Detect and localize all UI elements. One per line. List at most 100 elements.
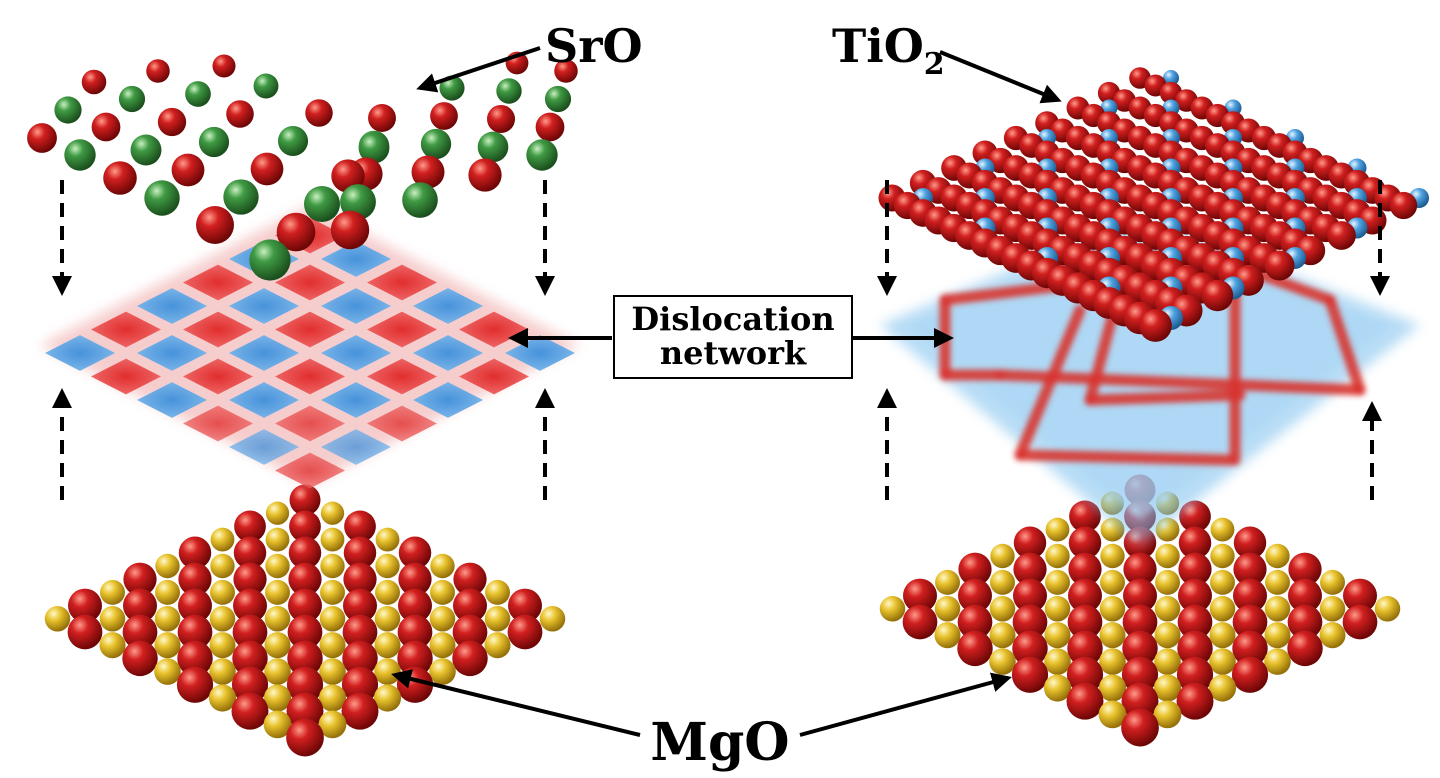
interface-tile-blue [137, 335, 207, 371]
oxygen-atom [68, 588, 102, 623]
dislocation-line [1324, 294, 1366, 396]
strontium-atom [64, 139, 96, 171]
magnesium-atom [484, 632, 511, 659]
magnesium-atom [318, 684, 347, 712]
oxygen-atom [177, 640, 213, 677]
oxygen-atom [233, 588, 267, 623]
magnesium-atom [1319, 596, 1346, 622]
magnesium-atom [1044, 648, 1071, 675]
interface-tile-blue [45, 335, 115, 371]
magnesium-atom [265, 579, 290, 605]
magnesium-atom [1264, 622, 1291, 649]
magnesium-atom [1099, 596, 1126, 622]
strontium-atom [198, 126, 230, 158]
magnesium-atom [208, 684, 237, 712]
dislocation-label-line2: network [660, 334, 807, 372]
magnesium-atom [990, 543, 1015, 569]
magnesium-atom [319, 632, 346, 659]
oxygen-atom [398, 588, 432, 623]
oxygen-atom [1122, 604, 1158, 640]
interface-tile-blue [229, 429, 299, 465]
oxygen-atom [1343, 578, 1377, 613]
oxygen-atom [288, 536, 322, 570]
interface-tile-red [275, 264, 345, 301]
label-arrows [391, 46, 1062, 737]
magnesium-atom [318, 710, 347, 739]
interface-tile-red [275, 452, 345, 489]
oxygen-atom [1067, 604, 1103, 640]
oxygen-atom [171, 153, 205, 187]
oxygen-atom [958, 552, 992, 586]
oxygen-atom [234, 510, 266, 543]
magnesium-atom [374, 606, 401, 632]
oxygen-atom [554, 59, 578, 83]
magnesium-atom [430, 579, 455, 605]
magnesium-atom [99, 632, 126, 659]
oxygen-atom [486, 104, 516, 134]
interface-tile-red [459, 358, 529, 395]
magnesium-atom [879, 596, 906, 622]
strontium-atom [185, 81, 211, 107]
interface-tile-blue [321, 241, 391, 277]
magnesium-atom [209, 658, 236, 685]
interface-tile-red [459, 311, 529, 348]
oxygen-atom [453, 588, 487, 623]
magnesium-atom [1208, 674, 1237, 702]
magnesium-atom [265, 527, 290, 552]
oxygen-atom [1178, 578, 1212, 613]
oxygen-atom [289, 484, 321, 516]
oxygen-atom [1232, 604, 1268, 640]
magnesium-atom [100, 579, 125, 605]
interface-tile-red [183, 358, 253, 395]
interface-tile-blue [321, 335, 391, 371]
magnesium-atom [265, 553, 290, 579]
oxygen-atom [344, 510, 376, 543]
oxygen-atom [430, 102, 458, 130]
interface-tile-red [183, 405, 253, 442]
magnesium-atom [264, 606, 291, 632]
magnesium-atom [320, 553, 345, 579]
tio2-label: TiO2 [832, 19, 945, 82]
magnesium-atom [375, 579, 400, 605]
oxygen-atom [397, 614, 433, 650]
magnesium-atom [154, 632, 181, 659]
magnesium-atom [154, 658, 181, 685]
oxygen-atom [1233, 552, 1267, 586]
magnesium-atom [319, 658, 346, 685]
oxygen-atom [27, 123, 57, 153]
oxygen-atom [903, 578, 937, 613]
oxygen-atom [1178, 552, 1212, 586]
magnesium-atom [989, 622, 1016, 649]
oxygen-atom [212, 54, 236, 78]
oxygen-atom [122, 640, 158, 677]
magnesium-atom [1045, 543, 1070, 569]
interface-tile-blue [321, 429, 391, 465]
oxygen-atom [157, 107, 187, 137]
magnesium-atom [934, 596, 961, 622]
magnesium-atom [1209, 596, 1236, 622]
oxygen-atom [957, 604, 993, 640]
oxygen-atom [1201, 279, 1234, 312]
oxygen-atom [1288, 552, 1322, 586]
oxygen-atom [1123, 578, 1157, 613]
magnesium-atom [375, 553, 400, 579]
magnesium-atom [1100, 543, 1125, 569]
oxygen-atom [288, 588, 322, 623]
oxygen-atom [1288, 578, 1322, 613]
oxygen-atom [1389, 191, 1418, 220]
oxygen-atom [1067, 630, 1103, 667]
oxygen-atom [1012, 604, 1048, 640]
magnesium-atom [154, 606, 181, 632]
oxygen-atom [232, 640, 268, 677]
magnesium-atom [429, 606, 456, 632]
interface-tile-red [183, 264, 253, 301]
oxygen-atom [1342, 604, 1378, 640]
oxygen-atom [341, 666, 379, 703]
oxygen-atom [1068, 578, 1102, 613]
magnesium-atom [1045, 517, 1070, 542]
magnesium-atom [1209, 622, 1236, 649]
magnesium-atom [989, 648, 1016, 675]
magnesium-atom [263, 684, 292, 712]
strontium-atom [477, 131, 509, 163]
tio2-interface-grid [880, 215, 1420, 545]
